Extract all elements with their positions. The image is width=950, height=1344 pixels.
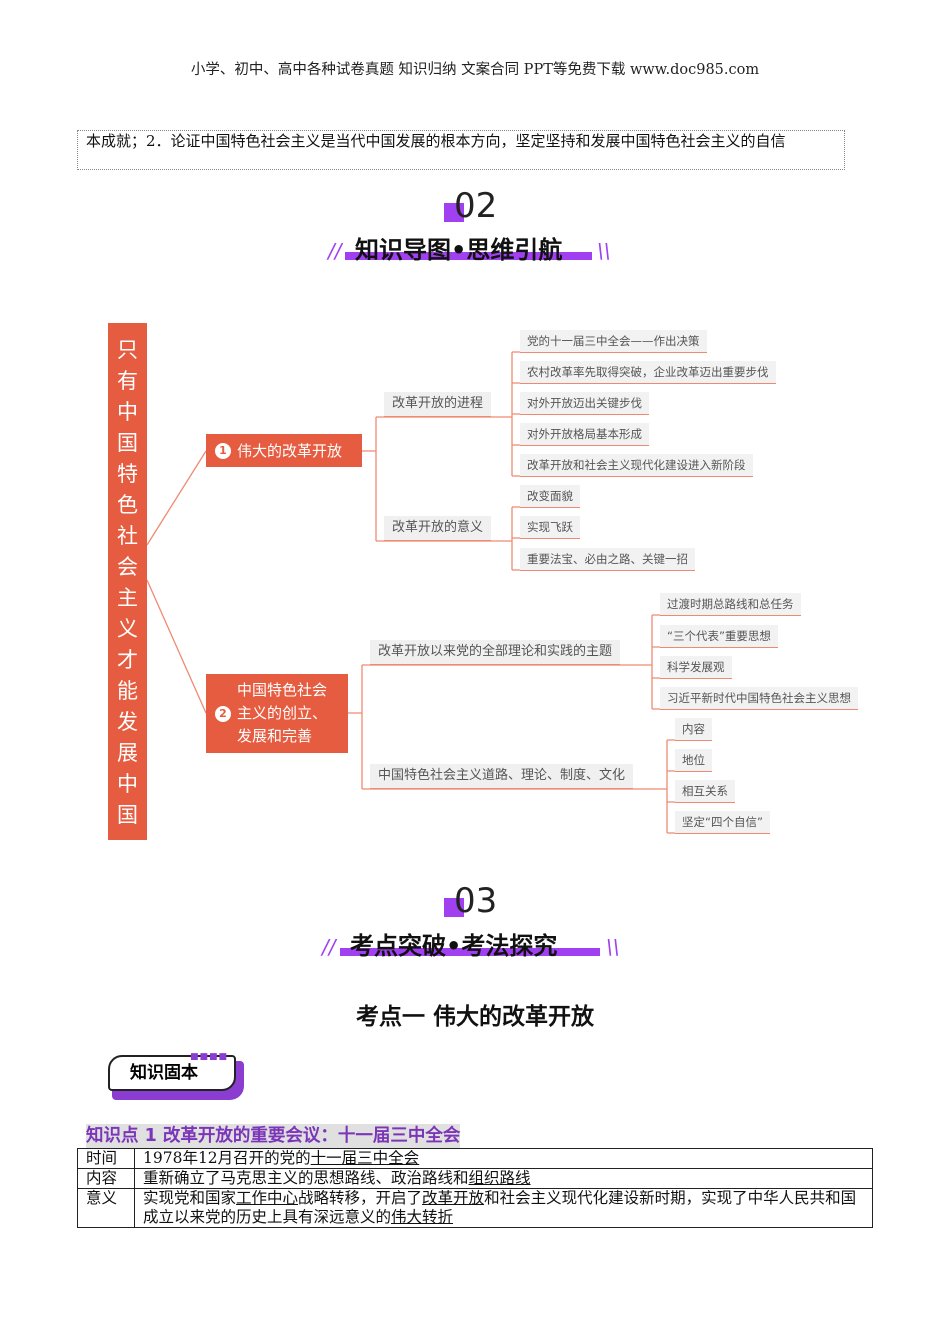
text: 1978年12月召开的党的 (143, 1149, 311, 1167)
slash-right: \\ (597, 239, 611, 263)
intro-box: 本成就；2．论证中国特色社会主义是当代中国发展的根本方向，坚定坚持和发展中国特色… (77, 130, 845, 170)
leaf-node: 改革开放和社会主义现代化建设进入新阶段 (520, 454, 753, 477)
section-title: 考点突破•考法探究 (350, 932, 558, 960)
root-char: 社 (117, 523, 138, 548)
row-key: 时间 (77, 1148, 135, 1169)
leaf-node: 过渡时期总路线和总任务 (660, 593, 801, 616)
leaf-node: 重要法宝、必由之路、关键一招 (520, 548, 695, 571)
row-value: 实现党和国家工作中心战略转移，开启了改革开放和社会主义现代化建设新时期，实现了中… (134, 1188, 873, 1228)
underlined-text: 工作中心 (236, 1189, 299, 1207)
root-char: 国 (117, 803, 138, 828)
leaf-node: 习近平新时代中国特色社会主义思想 (660, 687, 858, 710)
underlined-text: 组织路线 (468, 1169, 531, 1187)
leaf-node: 地位 (675, 749, 712, 772)
row-value: 重新确立了马克思主义的思想路线、政治路线和组织路线 (134, 1168, 873, 1189)
leaf-node: 实现飞跃 (520, 516, 580, 539)
label-line: 主义的创立、 (237, 704, 328, 722)
root-char: 主 (117, 586, 138, 611)
section-square (444, 898, 464, 917)
page-header: 小学、初中、高中各种试卷真题 知识归纳 文案合同 PPT等免费下载 www.do… (190, 62, 760, 78)
leaf-node: 党的十一届三中全会——作出决策 (520, 330, 707, 353)
section-number: 03 (454, 881, 498, 921)
root-char: 色 (117, 492, 138, 517)
badge-label: 知识固本 (108, 1055, 236, 1091)
root-char: 展 (117, 741, 138, 766)
slash-right: \\ (606, 935, 620, 959)
row-value: 1978年12月召开的党的十一届三中全会 (134, 1148, 873, 1169)
text: 实现党和国家 (143, 1189, 237, 1207)
branch-node-1: 1 伟大的改革开放 (206, 434, 362, 467)
leaf-node: 对外开放迈出关键步伐 (520, 392, 649, 415)
slash-left: // (322, 935, 336, 959)
underlined-text: 十一届三中全会 (310, 1149, 420, 1167)
leaf-node: “三个代表”重要思想 (660, 625, 778, 648)
row-key: 意义 (77, 1188, 135, 1228)
root-char: 发 (117, 710, 138, 735)
title-bar (340, 948, 600, 956)
label-line: 中国特色社会 (237, 681, 328, 699)
root-char: 中 (117, 399, 138, 424)
root-char: 国 (117, 430, 138, 455)
root-char: 能 (117, 679, 138, 704)
root-char: 会 (117, 554, 138, 579)
sub-node: 改革开放以来党的全部理论和实践的主题 (370, 640, 621, 665)
section-square (444, 203, 464, 222)
root-char: 才 (117, 648, 138, 673)
text: 战略转移，开启了 (298, 1189, 423, 1207)
text: 重新确立了马克思主义的思想路线、政治路线和 (143, 1169, 469, 1187)
point-title: 知识点 1 改革开放的重要会议：十一届三中全会 (86, 1124, 461, 1148)
leaf-node: 农村改革率先取得突破，企业改革迈出重要步伐 (520, 361, 776, 384)
leaf-node: 相互关系 (675, 780, 735, 803)
sub-node: 中国特色社会主义道路、理论、制度、文化 (370, 764, 634, 789)
branch-node-2: 2 中国特色社会主义的创立、发展和完善 (206, 674, 348, 753)
root-char: 中 (117, 772, 138, 797)
branch-label: 中国特色社会主义的创立、发展和完善 (237, 679, 327, 748)
sub-node: 改革开放的进程 (384, 392, 492, 417)
table-row: 意义实现党和国家工作中心战略转移，开启了改革开放和社会主义现代化建设新时期，实现… (77, 1188, 873, 1228)
title-bar (345, 252, 592, 260)
leaf-node: 对外开放格局基本形成 (520, 423, 649, 446)
row-key: 内容 (77, 1168, 135, 1189)
table-row: 内容重新确立了马克思主义的思想路线、政治路线和组织路线 (77, 1168, 873, 1189)
text: 和社会主义现代化建设新时期，实现了中华人民共和国成立以来党的历史上具有深远意义的 (143, 1189, 857, 1226)
leaf-node: 坚定“四个自信” (675, 811, 770, 834)
root-char: 只 (117, 337, 138, 362)
leaf-node: 改变面貌 (520, 485, 580, 508)
connector-lines (146, 351, 675, 834)
number-badge: 2 (215, 705, 231, 722)
number-badge: 1 (215, 442, 231, 459)
root-char: 有 (117, 368, 138, 393)
section-number: 02 (454, 186, 498, 226)
leaf-node: 科学发展观 (660, 656, 732, 679)
underlined-text: 改革开放 (422, 1189, 485, 1207)
badge-dots: ■■■■ (190, 1052, 229, 1062)
leaf-node: 内容 (675, 718, 712, 741)
branch-label: 伟大的改革开放 (237, 442, 343, 460)
kaodian-title: 考点一 伟大的改革开放 (355, 1004, 594, 1030)
root-char: 义 (117, 617, 138, 642)
root-char: 特 (117, 461, 138, 486)
slash-left: // (328, 239, 342, 263)
badge: 知识固本 ■■■■ (108, 1052, 244, 1100)
underlined-text: 伟大转折 (391, 1208, 454, 1226)
label-line: 发展和完善 (237, 727, 313, 745)
section-title: 知识导图•思维引航 (355, 236, 563, 264)
sub-node: 改革开放的意义 (384, 516, 492, 541)
root-node: 只有中国特色社会主义才能发展中国 (108, 323, 147, 840)
